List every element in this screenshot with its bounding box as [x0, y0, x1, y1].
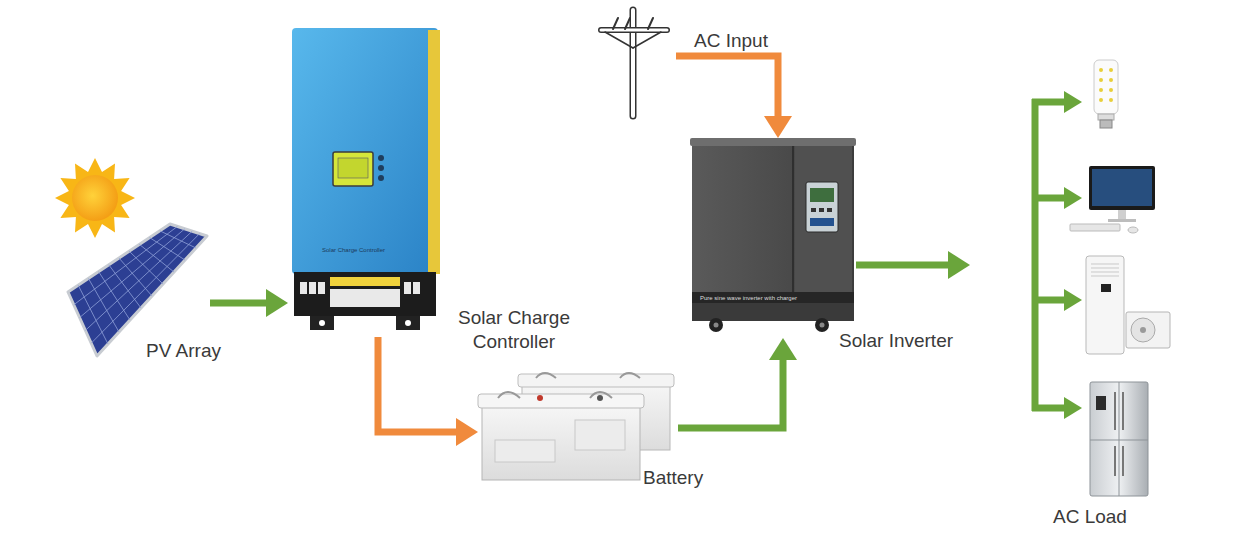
component-node: AC Input: [598, 0, 676, 122]
flow-arrow: [378, 337, 478, 446]
battery-pair: [478, 373, 674, 480]
light-bulb: [1094, 60, 1118, 128]
component-label: AC Input: [694, 29, 794, 53]
component-label: PV Array: [146, 339, 256, 363]
component-node: PV Array: [60, 165, 210, 360]
flow-arrow: [856, 251, 970, 279]
component-node: Solar Inverter: [690, 138, 856, 338]
flow-arrow: [676, 56, 792, 138]
sun-icon: [55, 158, 135, 238]
arrow-head: [266, 289, 288, 317]
solar-panel: [68, 224, 207, 356]
computer-monitor: [1070, 166, 1155, 233]
component-label: Solar Charge Controller: [438, 306, 590, 354]
flow-line: [676, 56, 778, 117]
charge-controller-device: [292, 28, 440, 330]
component-label: AC Load: [1053, 505, 1153, 529]
device-text: Solar Charge Controller: [322, 247, 385, 253]
refrigerator: [1090, 382, 1148, 496]
component-node: AC Load: [970, 50, 1175, 500]
device-text: Pure sine wave inverter with charger: [700, 295, 797, 301]
utility-pole: [601, 10, 667, 116]
arrow-head: [764, 116, 792, 138]
air-conditioner: [1086, 256, 1170, 354]
component-label: Solar Inverter: [839, 329, 989, 353]
flow-line: [210, 300, 267, 307]
component-node: Solar Charge Controller: [288, 22, 441, 337]
arrow-head: [948, 251, 970, 279]
flow-arrow: [678, 338, 797, 428]
arrow-head: [456, 418, 478, 446]
flow-line: [856, 262, 949, 269]
flow-arrow: [210, 289, 288, 317]
flow-line: [378, 337, 457, 432]
flow-line: [678, 359, 783, 428]
inverter-cabinet: [690, 138, 856, 332]
arrow-head: [769, 338, 797, 360]
load-branch: [1032, 91, 1082, 419]
component-node: Battery: [478, 372, 678, 482]
component-label: Battery: [643, 466, 733, 490]
